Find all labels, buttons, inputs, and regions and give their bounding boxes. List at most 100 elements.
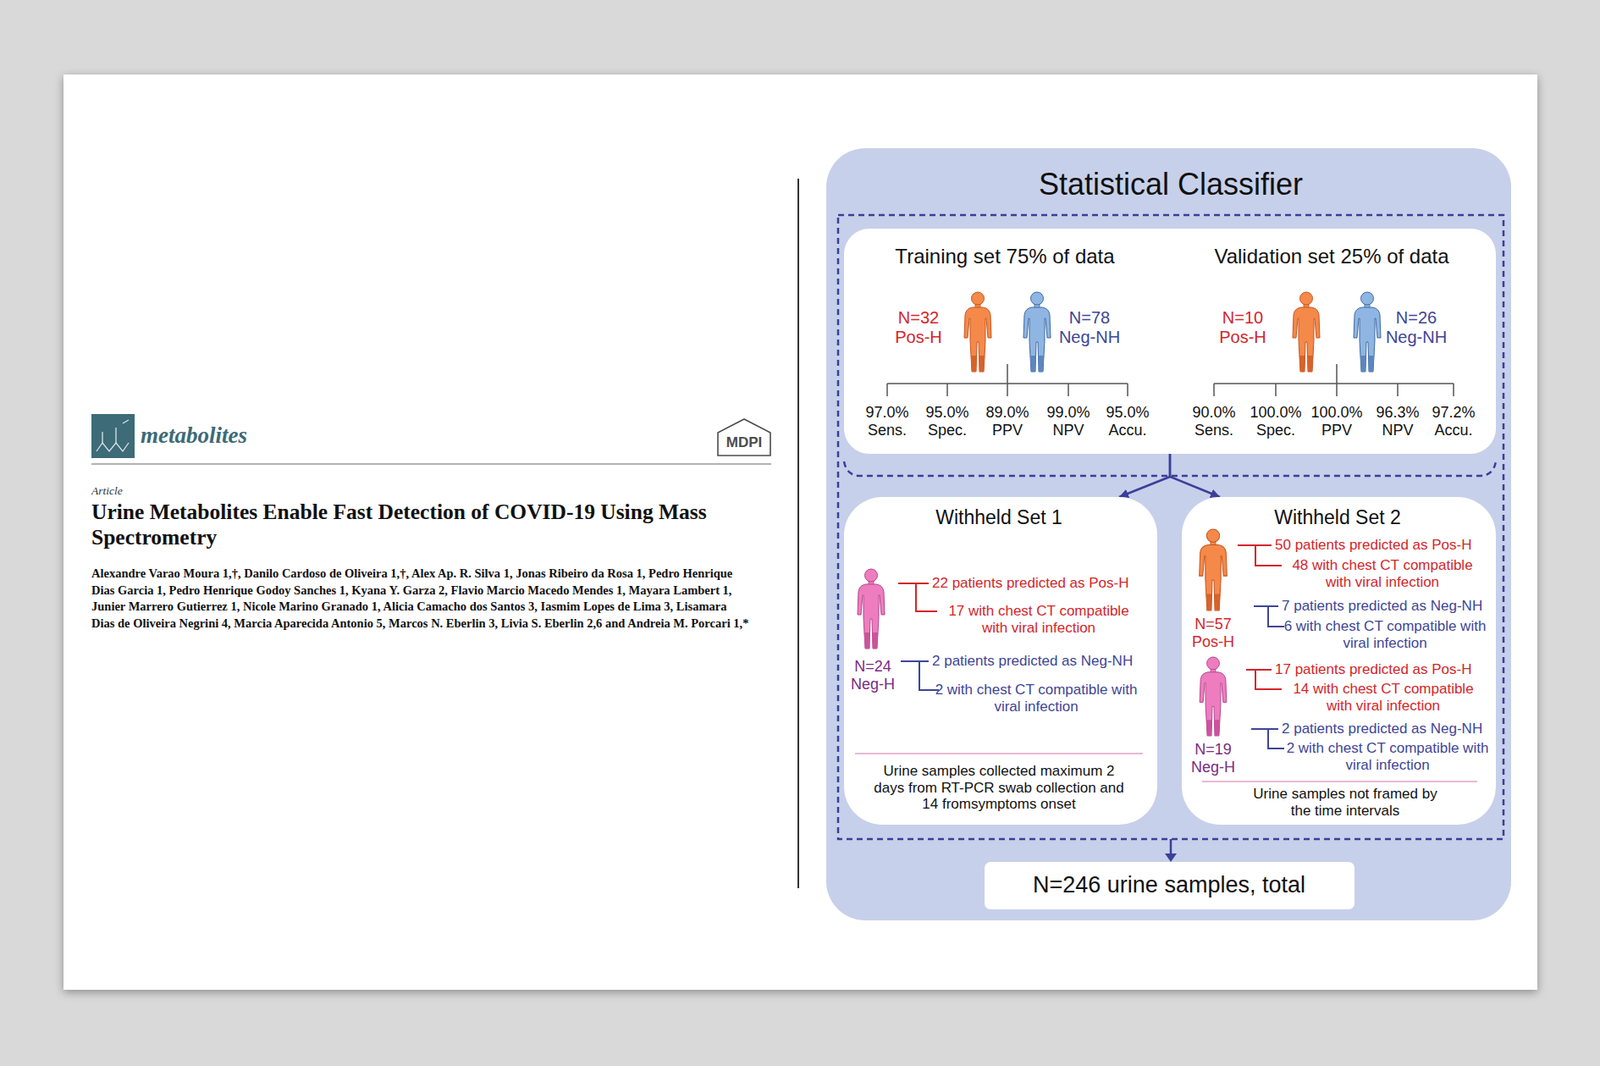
person-figure <box>857 568 885 649</box>
header-rule <box>91 463 772 464</box>
metric: 90.0% Sens. <box>1185 403 1243 439</box>
tree-line <box>1213 382 1454 385</box>
dataset-box: Training set 75% of dataN=32 Pos-H N=78 N… <box>844 228 1496 454</box>
set-heading: Training set 75% of data <box>894 244 1115 269</box>
ct-text: 48 with chest CT compatible with viral i… <box>1280 557 1485 591</box>
journal-icon <box>91 413 135 458</box>
metric: 95.0% Spec. <box>918 403 977 439</box>
divider-line <box>855 752 1143 755</box>
figure-head <box>1361 292 1374 305</box>
icon-square <box>91 413 135 458</box>
group-count: N=78 Neg-NH <box>1055 308 1124 348</box>
person-figure <box>1292 292 1320 372</box>
down-arrow-head <box>1164 853 1177 862</box>
figure-body <box>1199 672 1227 736</box>
metric: 89.0% PPV <box>978 403 1037 439</box>
group-count: N=19 Neg-H <box>1187 740 1239 776</box>
group-count: N=57 Pos-H <box>1187 615 1239 651</box>
ct-text: 14 with chest CT compatible with viral i… <box>1281 680 1485 714</box>
dashed-frame <box>838 215 1504 839</box>
down-arrow-shaft <box>1169 838 1173 855</box>
person-figure <box>1023 292 1051 372</box>
paper-title: Urine Metabolites Enable Fast Detection … <box>91 499 761 551</box>
figure-shin <box>864 632 878 649</box>
bracket <box>1253 605 1279 607</box>
figure-body <box>964 307 992 372</box>
figure-head <box>1207 656 1220 670</box>
prediction-text: 2 patients predicted as Neg-NH <box>932 652 1133 670</box>
prediction-text: 50 patients predicted as Pos-H <box>1274 536 1472 554</box>
figure-shin <box>1206 594 1221 611</box>
publisher-logo-outline <box>717 419 771 456</box>
figure-body <box>1292 307 1320 372</box>
metric: 100.0% PPV <box>1307 403 1366 439</box>
figure-head <box>971 292 985 305</box>
set-heading: Withheld Set 2 <box>1274 506 1402 529</box>
panel-title: Statistical Classifier <box>1038 166 1303 202</box>
group-count: N=32 Pos-H <box>888 308 949 348</box>
person-figure <box>1199 656 1227 736</box>
metric: 100.0% Spec. <box>1246 403 1305 439</box>
set-heading: Validation set 25% of data <box>1213 244 1449 269</box>
figure-shin <box>1299 355 1314 372</box>
bracket <box>1251 728 1279 730</box>
figure-shin <box>1206 719 1220 736</box>
ct-text: 17 with chest CT compatible with viral i… <box>937 602 1141 636</box>
figure-shin <box>971 355 985 372</box>
prediction-text: 17 patients predicted as Pos-H <box>1274 661 1472 679</box>
prediction-text: 2 patients predicted as Neg-NH <box>1281 720 1483 738</box>
connector-arrow <box>1169 453 1220 497</box>
tree-tick <box>946 383 949 397</box>
figure-body <box>1353 307 1381 372</box>
publisher-logo-text: MDPI <box>726 434 763 452</box>
group-count: N=10 Pos-H <box>1213 308 1273 348</box>
figure-shin <box>1360 355 1374 372</box>
figure-body <box>1023 307 1051 372</box>
tree-tick <box>1067 383 1070 397</box>
metric: 96.3% NPV <box>1368 403 1427 439</box>
withheld-box: Withheld Set 122 patients predicted as P… <box>844 496 1158 825</box>
ct-text: 6 with chest CT compatible with viral in… <box>1283 617 1487 652</box>
withheld-box: Withheld Set 2 50 patients predicted as P… <box>1181 496 1496 825</box>
icon-structure <box>96 442 129 452</box>
figure-head <box>1300 292 1314 305</box>
metric: 97.2% Accu. <box>1424 403 1483 439</box>
group-count: N=26 Neg-NH <box>1382 308 1451 348</box>
tree-tick <box>1274 383 1277 397</box>
journal-name: metabolites <box>140 422 248 449</box>
divider-line <box>797 178 800 889</box>
person-figure <box>964 292 992 372</box>
person-figure <box>1353 292 1381 372</box>
figure-head <box>1031 292 1044 305</box>
total-text: N=246 urine samples, total <box>1032 871 1306 899</box>
metric: 99.0% NPV <box>1039 403 1098 439</box>
metric: 95.0% Accu. <box>1098 403 1157 439</box>
tree-stem <box>1006 364 1009 384</box>
figure-head <box>1206 529 1220 542</box>
icon-bond <box>102 419 129 443</box>
tree-tick <box>1335 383 1338 397</box>
figure-body <box>1199 544 1228 611</box>
tree-tick <box>1213 383 1215 397</box>
tree-tick <box>1396 383 1399 397</box>
bracket <box>1246 668 1272 671</box>
figure-head <box>865 568 878 582</box>
author-list: Alexandre Varao Moura 1,†, Danilo Cardos… <box>91 565 752 632</box>
article-type: Article <box>91 484 123 498</box>
tree-tick <box>1452 383 1455 397</box>
figure-shin <box>1030 355 1044 372</box>
note-text: Urine samples collected maximum 2 days f… <box>867 762 1131 813</box>
tree-stem <box>1335 364 1338 384</box>
tree-tick <box>1126 383 1129 397</box>
divider-line <box>1202 780 1478 783</box>
prediction-text: 22 patients predicted as Pos-H <box>932 574 1129 592</box>
figure-body <box>857 584 885 649</box>
group-count: N=24 Neg-H <box>847 657 899 693</box>
bracket <box>900 660 929 663</box>
connector-arrow <box>1119 453 1170 497</box>
person-figure <box>1199 529 1228 611</box>
tree-tick <box>1006 383 1009 397</box>
prediction-text: 7 patients predicted as Neg-NH <box>1281 597 1483 615</box>
